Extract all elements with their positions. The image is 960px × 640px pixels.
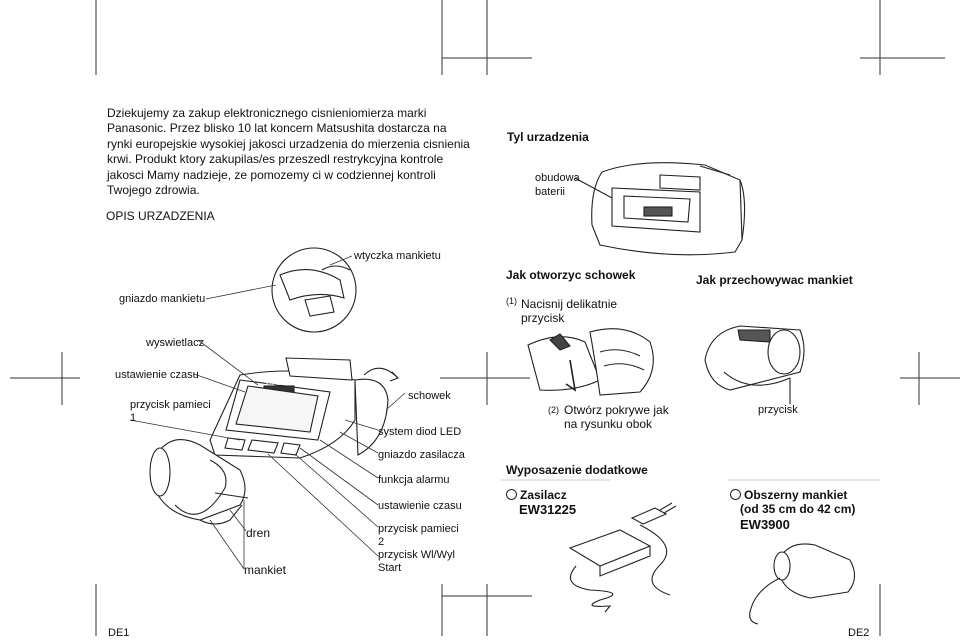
plug-label: wtyczka mankietu	[354, 250, 441, 262]
time-set2-label: ustawienie czasu	[378, 500, 462, 512]
time-set-label: ustawienie czasu	[115, 369, 199, 381]
store-button-label: przycisk	[758, 404, 798, 416]
onoff-label-1: przycisk Wl/Wyl	[378, 549, 455, 561]
power-socket-label: gniazdo zasilacza	[378, 449, 465, 461]
intro-line: Twojego zdrowia.	[107, 183, 200, 198]
open-slot-drawing	[527, 328, 654, 396]
memory1-label-1: przycisk pamieci	[130, 399, 211, 411]
back-title: Tyl urzadzenia	[507, 130, 589, 144]
large-cuff-drawing	[749, 543, 856, 625]
cuff-label: mankiet	[244, 563, 287, 577]
socket-label: gniazdo mankietu	[119, 293, 206, 305]
memory2-label-2: 2	[378, 536, 385, 548]
device-brand: Panasonic	[266, 381, 295, 387]
onoff-label-2: Start	[378, 562, 402, 574]
intro-line: Panasonic. Przez blisko 10 lat koncern M…	[107, 121, 447, 136]
memory1-label-2: 1	[130, 412, 137, 424]
adapter-code: EW31225	[519, 502, 577, 517]
large-cuff-name: Obszerny mankiet	[730, 488, 847, 502]
adapter-name: Zasilacz	[506, 488, 567, 502]
intro-line: krwi. Produkt ktory zakupilas/es przesze…	[107, 152, 444, 167]
cuff-drawing	[149, 439, 249, 525]
step1-text-2: przycisk	[521, 311, 565, 325]
option-circle-icon	[730, 489, 741, 500]
step2-text-2: na rysunku obok	[564, 417, 653, 431]
crop-marks	[10, 0, 960, 636]
main-device-drawing	[209, 357, 399, 459]
large-cuff-size: (od 35 cm do 42 cm)	[740, 502, 856, 516]
back-device-drawing	[574, 162, 746, 256]
intro-line: rynki europejskie wysokiej jakosci urzad…	[107, 136, 470, 151]
section-title: OPIS URZADZENIA	[106, 209, 215, 223]
step2-number: (2)	[548, 405, 559, 415]
step1-number: (1)	[506, 296, 517, 306]
leader-lines	[129, 255, 406, 570]
step1-text-1: Nacisnij delikatnie	[521, 297, 618, 311]
alarm-label: funkcja alarmu	[378, 474, 450, 486]
accessories-title: Wyposazenie dodatkowe	[506, 463, 648, 477]
store-cuff-title: Jak przechowywac mankiet	[696, 273, 853, 287]
intro-paragraph: Dziekujemy za zakup elektronicznego cisn…	[107, 106, 487, 198]
large-cuff-code: EW3900	[740, 517, 790, 532]
tube-label: dren	[246, 526, 271, 540]
page-number-right: DE2	[848, 627, 870, 639]
battery-cover-label-2: baterii	[535, 186, 565, 198]
adapter-name-text: Zasilacz	[520, 488, 567, 502]
intro-line: jakosci Mamy nadzieje, ze pomozemy ci w …	[107, 167, 436, 182]
large-cuff-name-text: Obszerny mankiet	[744, 488, 848, 502]
battery-cover-label-1: obudowa	[535, 172, 580, 184]
slot-label: schowek	[408, 390, 451, 402]
open-slot-title: Jak otworzyc schowek	[506, 268, 636, 282]
adapter-drawing	[568, 502, 677, 613]
plug-zoom-drawing	[271, 247, 357, 333]
step2-text-1: Otwórz pokrywe jak	[564, 403, 669, 417]
led-label: system diod LED	[378, 426, 462, 438]
intro-line: Dziekujemy za zakup elektronicznego cisn…	[107, 106, 427, 120]
display-label: wyswietlacz	[146, 337, 205, 349]
option-circle-icon	[506, 489, 517, 500]
store-cuff-drawing	[704, 325, 805, 404]
memory2-label-1: przycisk pamieci	[378, 523, 459, 535]
page-number-left: DE1	[108, 627, 130, 639]
